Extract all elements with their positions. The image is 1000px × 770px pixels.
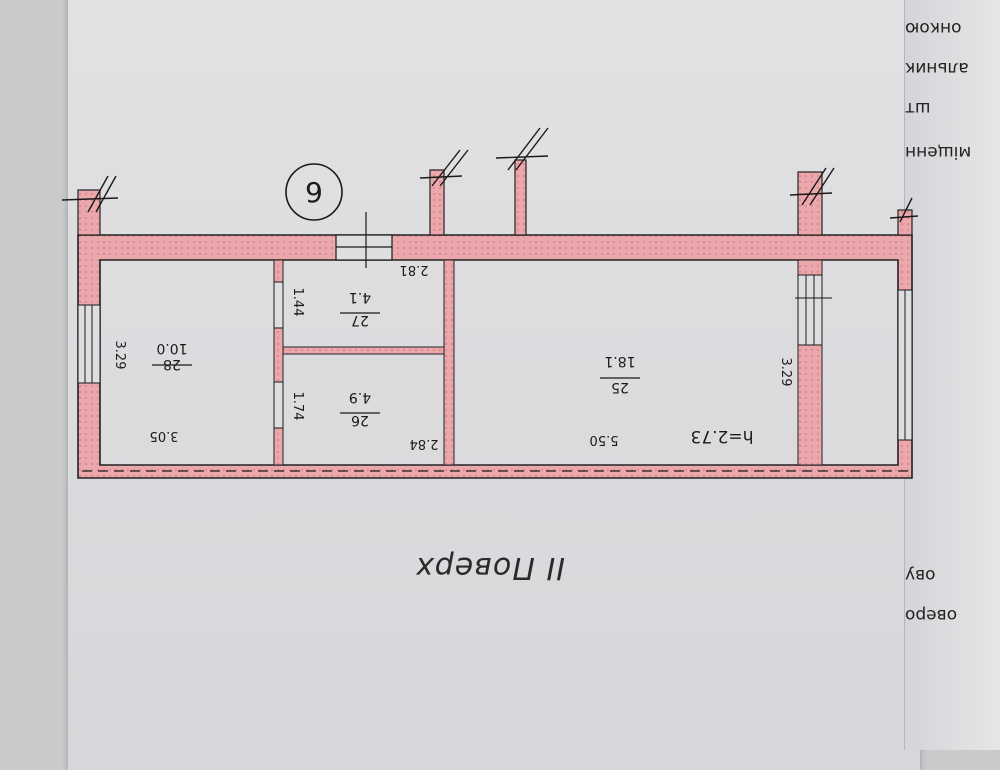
- room-25: 25 18.1 5.50 3.29 h=2.73: [590, 353, 793, 447]
- room-area: 4.9: [349, 389, 371, 405]
- floor-plan: 6 28 10.0 3.05 3.29 27 4.1 2.81 1.44 26 …: [61, 127, 919, 479]
- room-26: 26 4.9 2.84 1.74: [290, 389, 438, 451]
- room-area: 18.1: [604, 353, 635, 369]
- ceiling-height: h=2.73: [691, 426, 754, 446]
- room-number: 28: [163, 356, 181, 372]
- room-length: 2.81: [400, 262, 429, 277]
- plan-number-circle: [285, 163, 343, 221]
- partition-wall: [282, 346, 445, 355]
- room-length: 3.05: [150, 428, 179, 443]
- break-marks: [61, 127, 919, 223]
- room-28: 28 10.0 3.05 3.29: [112, 340, 192, 443]
- wall-stub: [797, 171, 823, 236]
- room-area: 4.1: [349, 289, 371, 305]
- partition-wall: [273, 259, 284, 466]
- room-length: 2.84: [410, 436, 439, 451]
- wall-stub: [514, 159, 527, 236]
- room-width: 1.74: [290, 392, 305, 421]
- window-right: [897, 289, 913, 441]
- door-room-27: [273, 281, 284, 429]
- partition-wall: [443, 259, 455, 466]
- window-left: [77, 304, 101, 384]
- document-page: [68, 0, 920, 770]
- room-number: 27: [351, 312, 369, 328]
- exterior-walls: [77, 234, 913, 479]
- room-width: 3.29: [112, 341, 127, 370]
- plan-number: 6: [305, 176, 323, 209]
- room-width: 1.44: [290, 288, 305, 317]
- room-area: 10.0: [156, 340, 187, 356]
- room-number: 25: [611, 379, 629, 395]
- room-length: 5.50: [590, 432, 619, 447]
- room-number: 26: [351, 412, 369, 428]
- adjacent-page: онкою альник шт міщенн ову оверо: [904, 0, 1000, 750]
- door-opening: [335, 212, 393, 268]
- room-width: 3.29: [778, 358, 793, 387]
- floor-title: II Поверх: [414, 550, 566, 585]
- window-inner: [795, 274, 832, 346]
- room-27: 27 4.1 2.81 1.44: [290, 262, 428, 328]
- wall-stub: [897, 209, 913, 236]
